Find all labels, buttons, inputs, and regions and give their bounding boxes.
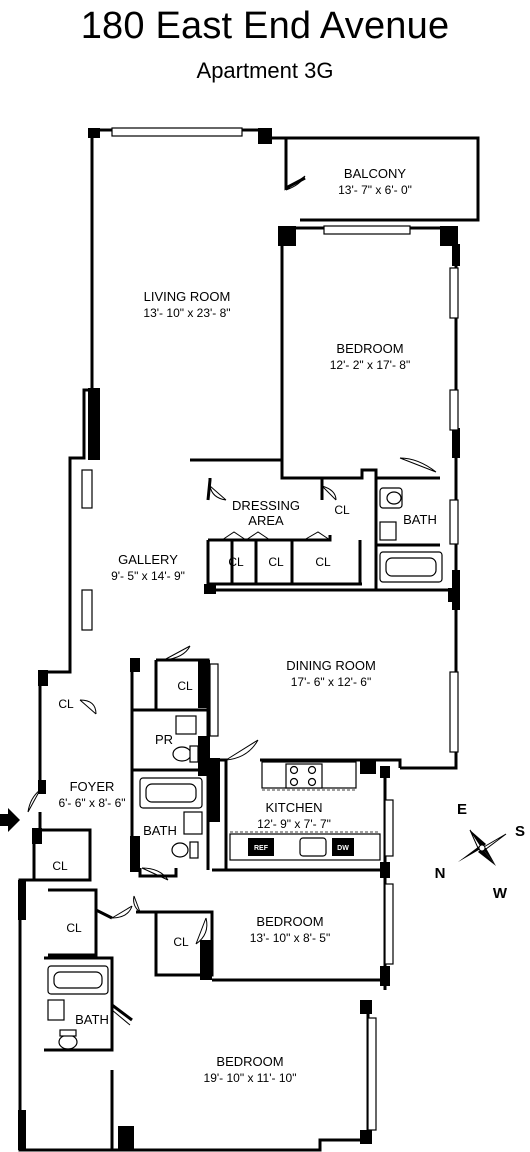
bedroom-1-name: BEDROOM bbox=[336, 341, 403, 356]
room-labels: BALCONY 13'- 7" x 6'- 0" LIVING ROOM 13'… bbox=[58, 166, 436, 1085]
cl-hall: CL bbox=[66, 921, 82, 935]
walls bbox=[18, 128, 480, 1152]
powder-room-name: PR bbox=[155, 732, 173, 747]
bedroom-1-side-window-2 bbox=[449, 389, 459, 431]
pr-toilet bbox=[172, 746, 192, 762]
bath-2-name: BATH bbox=[143, 823, 177, 838]
gallery-window-2 bbox=[81, 589, 93, 631]
cl-dress-right: CL bbox=[334, 503, 350, 517]
dishwasher-box bbox=[332, 838, 354, 856]
bedroom-1-dims: 12'- 2" x 17'- 8" bbox=[330, 358, 410, 372]
bath-3-vanity bbox=[47, 999, 65, 1021]
dressing-area-name-1: DRESSING bbox=[232, 498, 300, 513]
pr-sink bbox=[175, 715, 197, 735]
bedroom-1-side-window-1 bbox=[449, 267, 459, 319]
hall-door bbox=[111, 905, 133, 919]
refrigerator-label: REF bbox=[254, 845, 269, 852]
kitchen-dims: 12'- 9" x 7'- 7" bbox=[257, 817, 331, 831]
entry-arrow-icon bbox=[0, 808, 20, 832]
dressing-area-name-2: AREA bbox=[248, 513, 284, 528]
cl-left-door bbox=[79, 699, 97, 715]
cl-left: CL bbox=[58, 697, 74, 711]
bath-1-door bbox=[399, 457, 437, 473]
bedroom-2-name: BEDROOM bbox=[256, 914, 323, 929]
bath-3-toilet bbox=[58, 1034, 78, 1050]
refrigerator-box bbox=[248, 838, 274, 856]
bedroom-3-name: BEDROOM bbox=[216, 1054, 283, 1069]
cl-foyer: CL bbox=[52, 859, 68, 873]
pr-window bbox=[209, 663, 219, 737]
kitchen-door bbox=[225, 739, 259, 761]
closet-labels: CL CL CL CL CL CL CL CL CL bbox=[52, 503, 350, 949]
dressing-door-left bbox=[209, 485, 227, 501]
bath-1-name: BATH bbox=[403, 512, 437, 527]
bedroom-2-window bbox=[384, 883, 394, 965]
cl-dress-1-door bbox=[221, 531, 247, 541]
cl-dress-1: CL bbox=[228, 555, 244, 569]
wall-masses bbox=[18, 128, 460, 1150]
bath-1-toilet bbox=[386, 491, 402, 505]
living-room-name: LIVING ROOM bbox=[144, 289, 231, 304]
bedroom-3-window bbox=[367, 1017, 377, 1131]
cl-bed2: CL bbox=[173, 935, 189, 949]
foyer-dims: 6'- 6" x 8'- 6" bbox=[58, 796, 125, 810]
bath-2-door bbox=[141, 867, 169, 881]
balcony-name: BALCONY bbox=[344, 166, 406, 181]
bedroom-2-dims: 13'- 10" x 8'- 5" bbox=[250, 931, 330, 945]
bedroom-1-window bbox=[323, 225, 411, 235]
cl-dress-3: CL bbox=[315, 555, 331, 569]
appliance-boxes: REF DW bbox=[248, 838, 354, 856]
cl-pr: CL bbox=[177, 679, 193, 693]
cl-pr-door bbox=[163, 645, 191, 661]
gallery-window-1 bbox=[81, 469, 93, 509]
bedroom-2-door bbox=[133, 895, 141, 913]
bedroom-3-dims: 19'- 10" x 11'- 10" bbox=[204, 1071, 297, 1085]
kitchen-stove bbox=[285, 763, 323, 789]
dishwasher-label: DW bbox=[337, 845, 349, 852]
dining-room-dims: 17'- 6" x 12'- 6" bbox=[291, 675, 371, 689]
balcony-dims: 13'- 7" x 6'- 0" bbox=[338, 183, 412, 197]
page-title: 180 East End Avenue bbox=[80, 5, 450, 47]
cl-dress-2: CL bbox=[268, 555, 284, 569]
compass-e: E bbox=[457, 801, 467, 818]
gallery-dims: 9'- 5" x 14'- 9" bbox=[111, 569, 185, 583]
doors bbox=[27, 175, 437, 1026]
foyer-name: FOYER bbox=[70, 779, 115, 794]
kitchen-name: KITCHEN bbox=[265, 800, 322, 815]
bath-window bbox=[449, 499, 459, 545]
compass-rose-icon: E S N W bbox=[435, 801, 525, 902]
kitchen-sink bbox=[299, 837, 327, 857]
dressing-door-right bbox=[321, 485, 337, 501]
entry-door bbox=[27, 789, 41, 813]
windows bbox=[81, 127, 459, 1131]
bath-2-toilet bbox=[171, 842, 189, 858]
living-room-window bbox=[111, 127, 243, 137]
living-room-dims: 13'- 10" x 23'- 8" bbox=[143, 306, 230, 320]
kitchen-window bbox=[384, 799, 394, 857]
bath-2-vanity bbox=[183, 811, 203, 835]
cl-dress-2-door bbox=[245, 531, 271, 541]
compass-n: N bbox=[435, 865, 446, 882]
bath-3-name: BATH bbox=[75, 1012, 109, 1027]
dining-room-name: DINING ROOM bbox=[286, 658, 376, 673]
fixtures bbox=[47, 487, 443, 1050]
gallery-name: GALLERY bbox=[118, 552, 178, 567]
kitchen-dashed-line bbox=[230, 789, 380, 833]
bath-1-vanity bbox=[379, 521, 397, 541]
compass-s: S bbox=[515, 823, 525, 840]
apartment-subtitle: Apartment 3G bbox=[196, 58, 334, 83]
cl-dress-3-door bbox=[303, 531, 331, 541]
bath-3-door bbox=[111, 1009, 131, 1026]
balcony-door bbox=[285, 175, 306, 191]
dining-side-window bbox=[449, 671, 459, 753]
cl-bed2-door bbox=[195, 917, 208, 945]
compass-w: W bbox=[493, 885, 508, 902]
